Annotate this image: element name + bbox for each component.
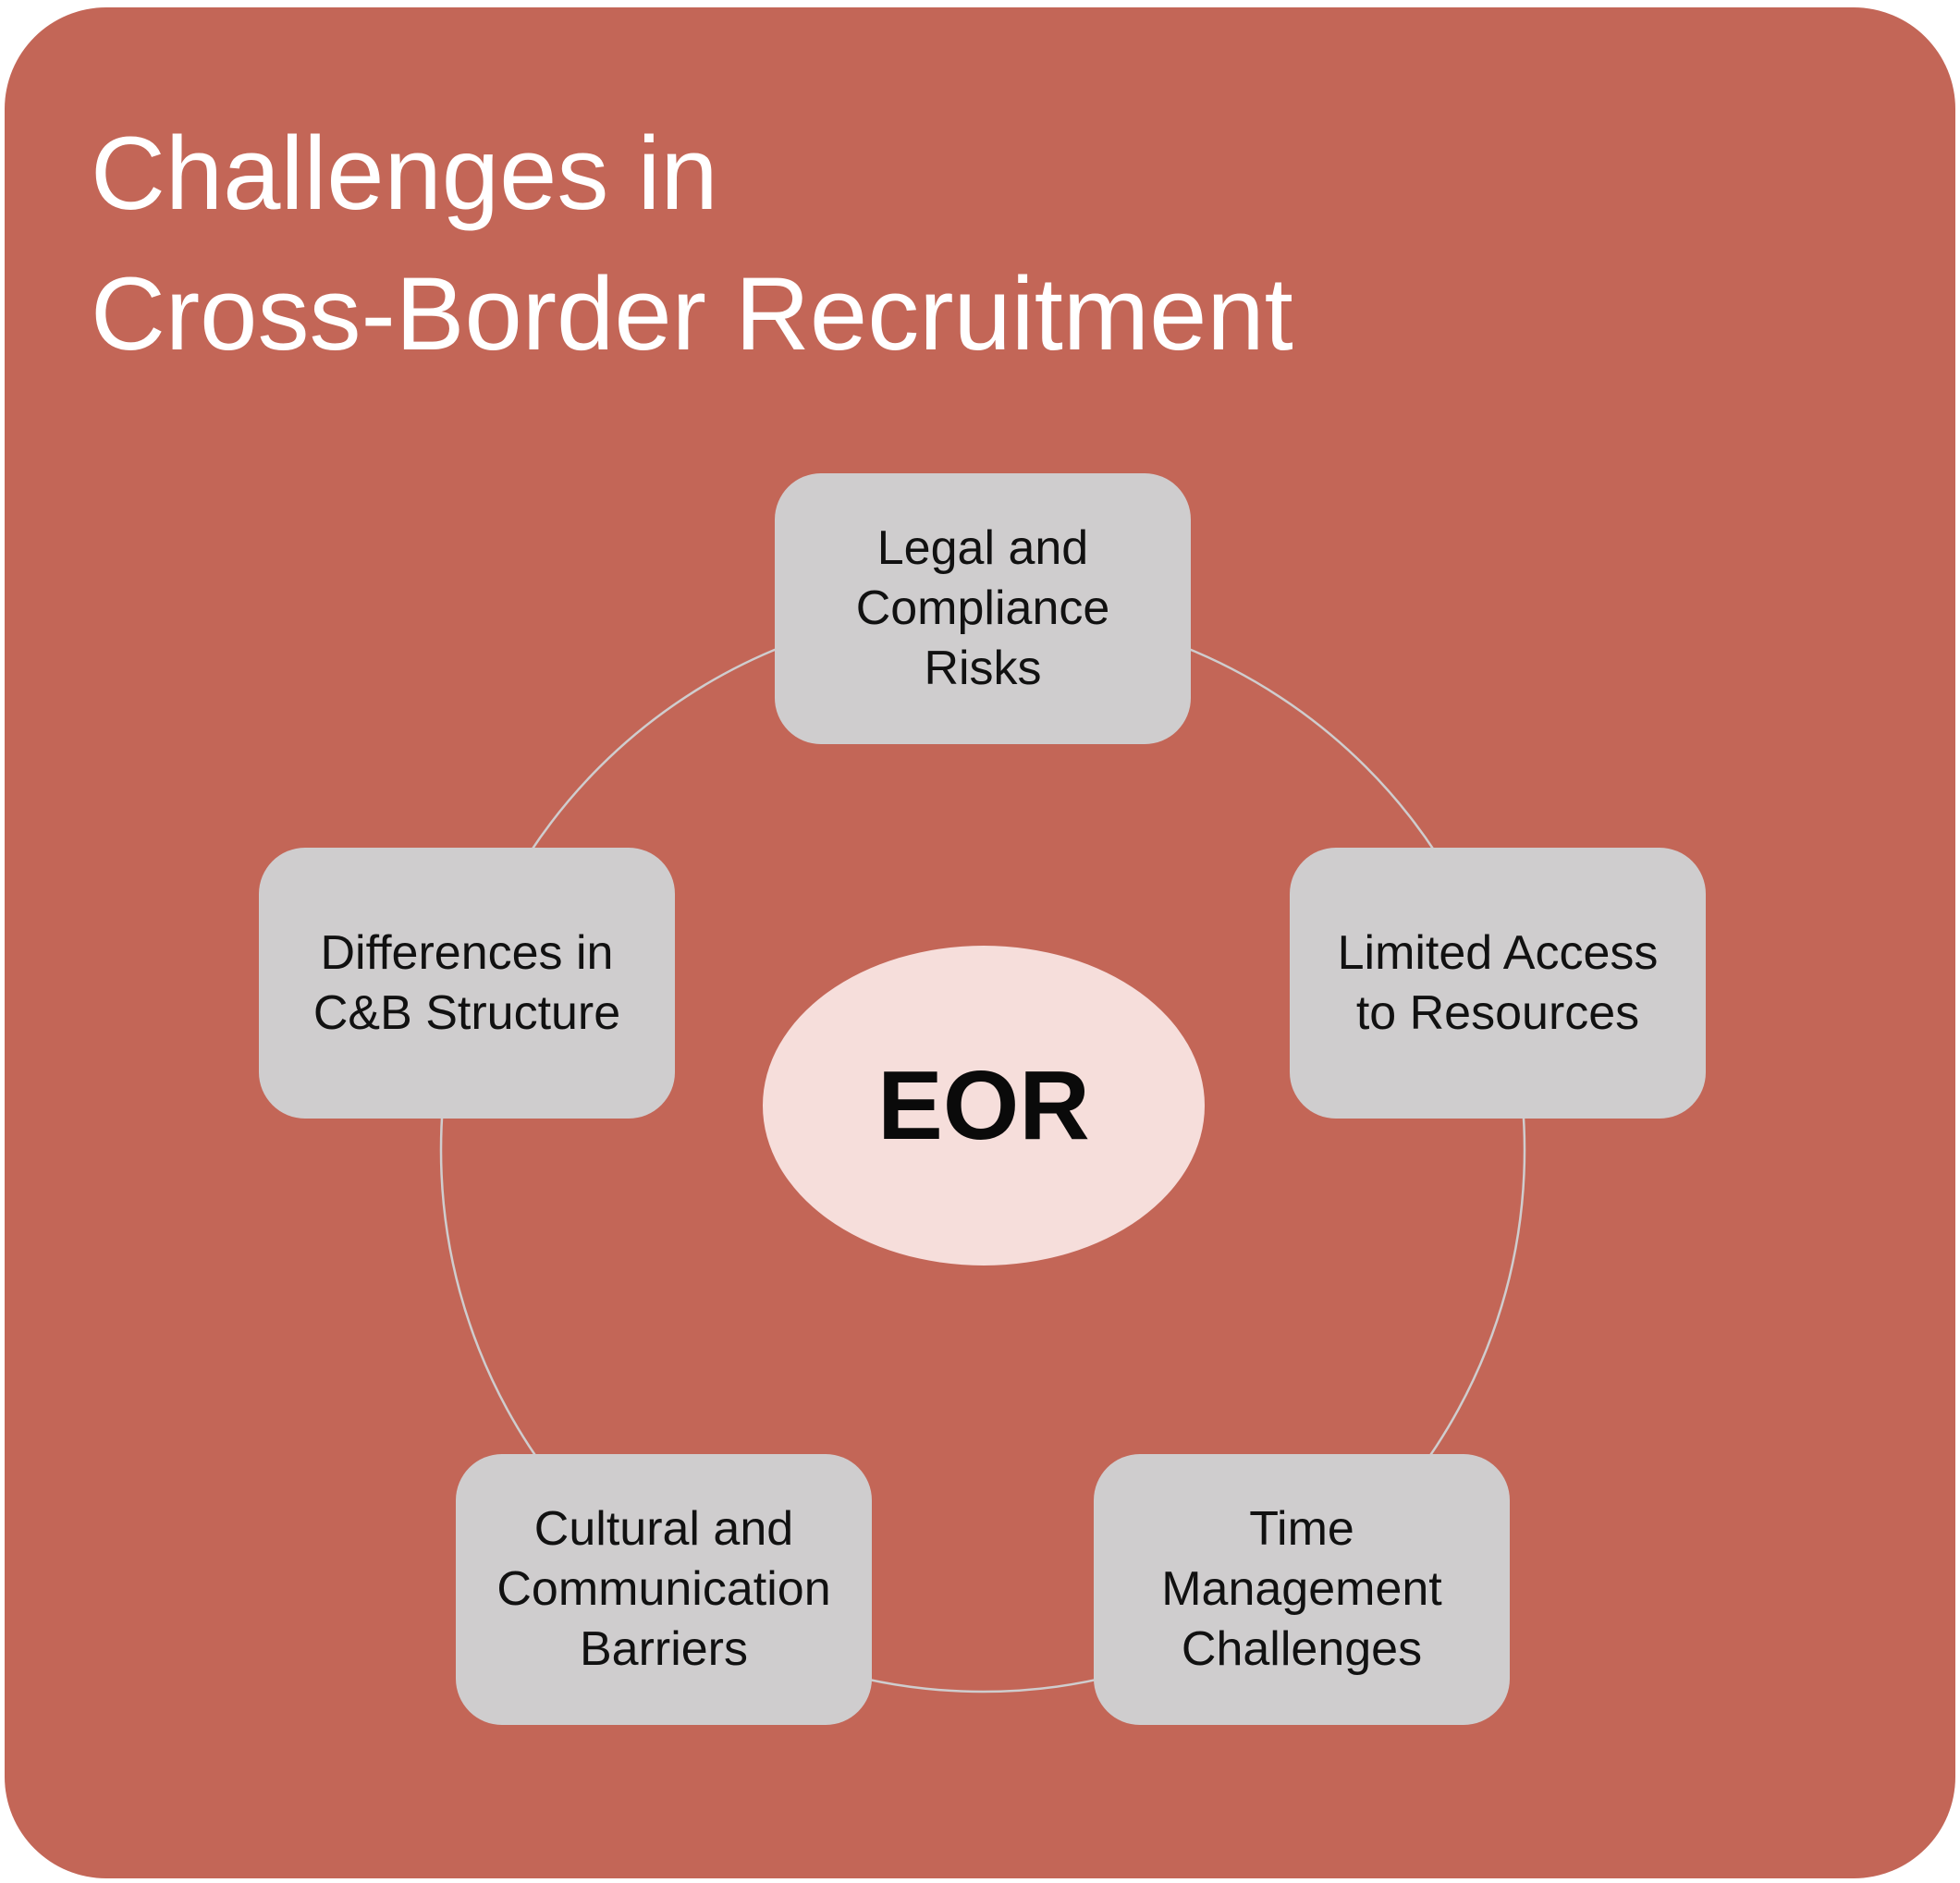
node-time-line-3: Challenges <box>1181 1622 1423 1676</box>
node-legal-compliance: Legal and Compliance Risks <box>775 473 1191 744</box>
node-legal-line-3: Risks <box>924 642 1042 695</box>
node-limited-access: Limited Access to Resources <box>1290 848 1706 1119</box>
node-legal-line-2: Compliance <box>855 581 1110 635</box>
node-cultural-line-1: Cultural and <box>533 1502 794 1556</box>
node-resources-line-2: to Resources <box>1355 985 1640 1040</box>
node-resources-line-1: Limited Access <box>1337 925 1659 980</box>
center-label: EOR <box>877 1050 1090 1160</box>
title-line-1: Challenges in <box>91 116 718 231</box>
node-cnb-line-2: C&B Structure <box>312 985 621 1040</box>
node-legal-line-1: Legal and <box>876 521 1089 575</box>
node-cultural-communication: Cultural and Communication Barriers <box>456 1454 872 1725</box>
node-time-management: Time Management Challenges <box>1094 1454 1510 1725</box>
node-time-line-1: Time <box>1249 1502 1354 1556</box>
node-time-line-2: Management <box>1161 1562 1442 1616</box>
title-line-2: Cross-Border Recruitment <box>91 256 1293 372</box>
node-cultural-line-2: Communication <box>496 1562 831 1616</box>
center-ellipse: EOR <box>763 946 1205 1266</box>
diagram-title: Challenges in Cross-Border Recruitment <box>91 104 1293 385</box>
node-cultural-line-3: Barriers <box>579 1622 748 1676</box>
node-cnb-line-1: Differences in <box>320 925 614 980</box>
node-cnb-structure: Differences in C&B Structure <box>259 848 675 1119</box>
